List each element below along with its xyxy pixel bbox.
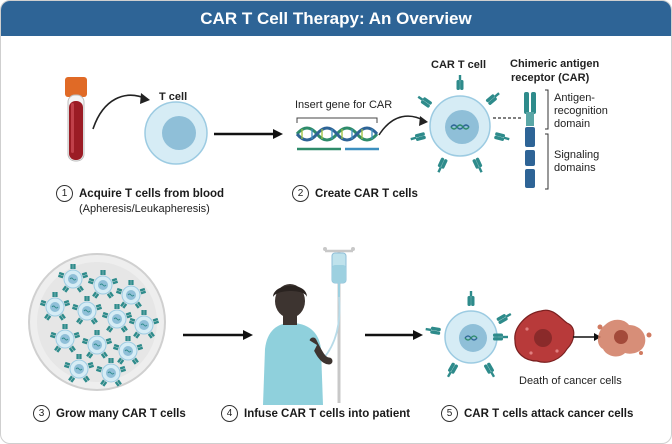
step-1: 1 Acquire T cells from blood [56, 185, 224, 202]
arrow-step4-to-step5 [365, 330, 423, 340]
step-3: 3 Grow many CAR T cells [33, 405, 186, 422]
step-5: 5 CAR T cells attack cancer cells [441, 405, 633, 422]
patient-icon [263, 284, 333, 405]
signaling-label-line1: Signaling [554, 149, 600, 161]
step-text: Create CAR T cells [315, 187, 418, 200]
dna-helix-icon [295, 117, 379, 151]
car-receptor-diagram [524, 89, 549, 190]
arrow-step1-to-step2 [214, 129, 283, 139]
car-t-cell-label: CAR T cell [431, 59, 487, 71]
t-cell-icon [144, 101, 208, 165]
antigen-label-line1: Antigen- [554, 92, 595, 104]
cancer-cell-icon [514, 309, 575, 363]
step-number: 1 [56, 185, 73, 202]
step-text: CAR T cells attack cancer cells [464, 407, 634, 420]
t-cell-label: T cell [159, 91, 188, 103]
arrowhead [140, 93, 150, 104]
step-number: 3 [33, 405, 50, 422]
step-4: 4 Infuse CAR T cells into patient [221, 405, 410, 422]
insert-gene-label: Insert gene for CAR [295, 99, 393, 111]
petri-dish-icon [28, 253, 166, 391]
attacking-car-t-cell-icon [425, 291, 513, 379]
step-text: Acquire T cells from blood [79, 187, 225, 200]
arrow-to-dead-cell [573, 333, 601, 341]
antigen-label-line2: recognition [554, 105, 608, 117]
step-1-subtext: (Apheresis/Leukapheresis) [79, 203, 210, 215]
step-2: 2 Create CAR T cells [292, 185, 418, 202]
car-label-line2: receptor (CAR) [511, 72, 590, 84]
step-text: Grow many CAR T cells [56, 407, 186, 420]
iv-drip-icon [322, 247, 355, 403]
figure-title: CAR T Cell Therapy: An Overview [200, 9, 472, 28]
step-number: 2 [292, 185, 309, 202]
curved-arrow-tube-to-cell [92, 94, 148, 130]
step-number: 5 [441, 405, 458, 422]
title-bar [1, 1, 671, 36]
step-text: Infuse CAR T cells into patient [244, 407, 411, 420]
dead-cancer-cell-icon [597, 319, 652, 357]
car-label-line1: Chimeric antigen [510, 58, 600, 70]
death-of-cancer-cells-label: Death of cancer cells [519, 375, 622, 387]
curved-arrow-dna-to-car-t [378, 115, 426, 136]
arrow-step3-to-step4 [183, 330, 253, 340]
antigen-label-line3: domain [554, 118, 591, 130]
blood-tube-icon [65, 77, 87, 162]
step-number: 4 [221, 405, 238, 422]
car-t-cell-icon [409, 75, 511, 174]
signaling-label-line2: domains [554, 162, 596, 174]
